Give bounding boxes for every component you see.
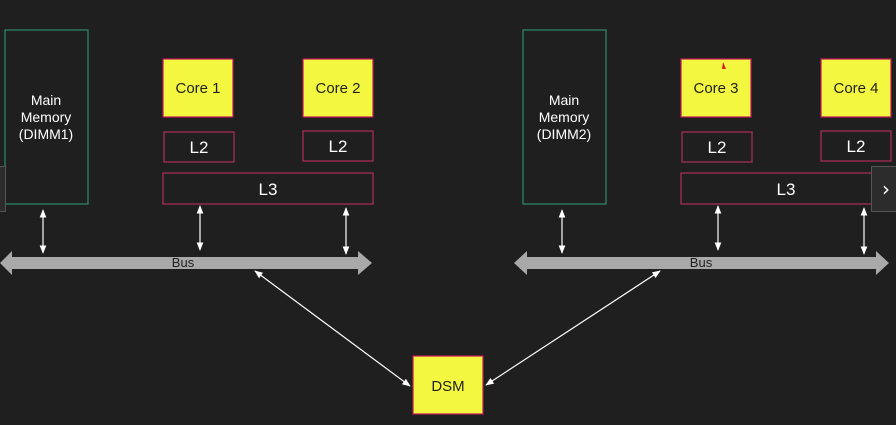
bus-right-label: Bus [690, 255, 713, 270]
core-4-label: Core 4 [833, 80, 878, 97]
bus-left-label: Bus [172, 255, 195, 270]
l2-cache-core3-label: L2 [708, 138, 727, 157]
main-memory-dimm2 [522, 29, 607, 205]
l2-cache-core4-label: L2 [847, 137, 866, 156]
chevron-right-icon: › [882, 177, 890, 201]
bus-left [0, 251, 372, 275]
cursor-mark [722, 62, 726, 69]
arrow-bus-right-dsm [485, 270, 661, 386]
core-2-label: Core 2 [315, 80, 360, 97]
core-3-label: Core 3 [693, 80, 738, 97]
core-3 [680, 58, 752, 118]
arrow-bus-left-dsm [254, 270, 411, 387]
l2-cache-core2 [302, 130, 374, 162]
l3-cache-right-label: L3 [777, 180, 796, 199]
l3-cache-left-label: L3 [259, 180, 278, 199]
next-slide-button[interactable]: › [871, 166, 896, 212]
l2-cache-core1-label: L2 [190, 138, 209, 157]
dsm-label: DSM [431, 378, 464, 395]
bus-right [514, 251, 889, 275]
dsm-box [412, 355, 484, 415]
l2-cache-core4 [820, 130, 892, 162]
core-1 [162, 58, 234, 118]
core-1-label: Core 1 [175, 80, 220, 97]
l2-cache-core1 [163, 131, 235, 163]
main-memory-dimm1 [4, 29, 89, 205]
core-2 [302, 58, 374, 118]
core-4 [820, 58, 892, 118]
prev-slide-button[interactable] [0, 166, 6, 212]
l2-cache-core2-label: L2 [329, 137, 348, 156]
l3-cache-left [162, 172, 374, 205]
l2-cache-core3 [681, 131, 753, 163]
